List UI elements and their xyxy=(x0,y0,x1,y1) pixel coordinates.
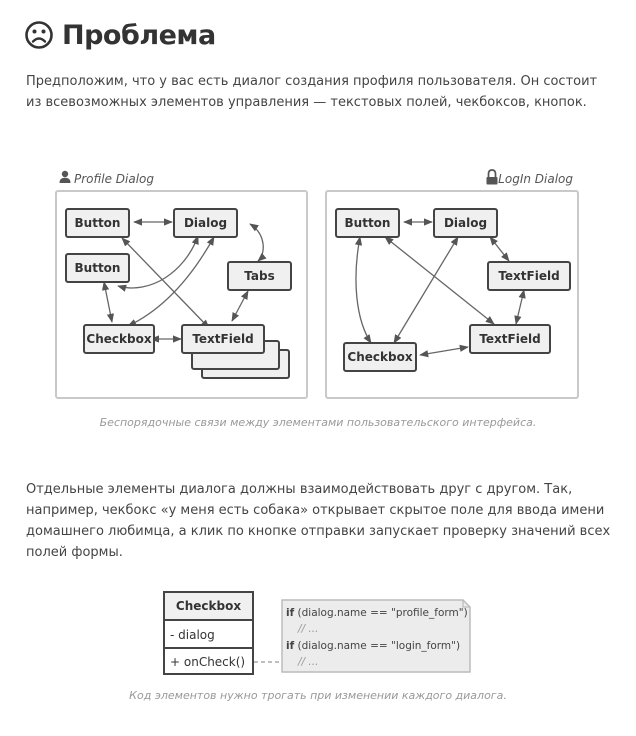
sad-face-icon xyxy=(25,21,53,49)
profile-node-checkbox: Checkbox xyxy=(83,324,155,354)
login-node-checkbox: Checkbox xyxy=(343,342,417,372)
section-heading: Проблема xyxy=(24,16,216,54)
profile-node-dialog: Dialog xyxy=(173,208,238,238)
code-note: if (dialog.name == "profile_form") // ..… xyxy=(281,599,471,673)
figure2-caption: Код элементов нужно трогать при изменени… xyxy=(129,689,507,702)
login-node-button: Button xyxy=(335,208,400,238)
svg-text:TextField: TextField xyxy=(498,269,559,283)
profile-node-tabs: Tabs xyxy=(227,261,292,291)
svg-text:// ...: // ... xyxy=(297,623,318,635)
svg-text:Tabs: Tabs xyxy=(244,269,274,283)
profile-connections xyxy=(102,218,267,343)
figure1-caption: Беспорядочные связи между элементами пол… xyxy=(99,416,537,429)
login-node-dialog: Dialog xyxy=(433,208,498,238)
svg-text:Checkbox: Checkbox xyxy=(86,332,151,346)
profile-node-button-top: Button xyxy=(65,208,130,238)
svg-text:TextField: TextField xyxy=(192,332,253,346)
svg-text:// ...: // ... xyxy=(297,656,318,668)
class-name: Checkbox xyxy=(176,599,241,613)
body-paragraph: Отдельные элементы диалога должны взаимо… xyxy=(26,482,611,560)
svg-text:TextField: TextField xyxy=(479,332,540,346)
class-field: - dialog xyxy=(170,628,215,642)
checkbox-uml-class: Checkbox - dialog + onCheck() xyxy=(163,591,254,675)
svg-text:Button: Button xyxy=(345,216,391,230)
svg-text:if (dialog.name == "login_form: if (dialog.name == "login_form") xyxy=(286,640,460,652)
svg-text:Dialog: Dialog xyxy=(184,216,227,230)
page-title: Проблема xyxy=(62,19,216,51)
lock-icon xyxy=(486,169,498,185)
profile-dialog-title: Profile Dialog xyxy=(74,172,154,186)
chaotic-connections-diagram: Profile Dialog Button Dialog Button xyxy=(55,169,579,399)
login-dialog-title: LogIn Dialog xyxy=(498,172,573,186)
intro-paragraph: Предположим, что у вас есть диалог созда… xyxy=(26,74,598,110)
profile-dialog-panel: Profile Dialog Button Dialog Button xyxy=(55,170,308,399)
profile-node-textfield-stack: TextField xyxy=(181,324,290,379)
svg-text:if (dialog.name == "profile_fo: if (dialog.name == "profile_form") xyxy=(286,607,468,619)
user-icon xyxy=(59,170,71,183)
checkbox-class-diagram: Checkbox - dialog + onCheck() if (dialog… xyxy=(163,591,471,675)
svg-text:Checkbox: Checkbox xyxy=(347,350,412,364)
profile-node-button-bottom: Button xyxy=(65,253,130,283)
login-node-textfield-bottom: TextField xyxy=(469,324,551,354)
svg-text:Button: Button xyxy=(75,216,121,230)
login-connections xyxy=(354,218,526,358)
class-method: + onCheck() xyxy=(170,655,245,669)
login-node-textfield-top: TextField xyxy=(487,261,571,291)
svg-text:Button: Button xyxy=(75,261,121,275)
login-dialog-panel: LogIn Dialog Button Dialog TextField Tex… xyxy=(325,169,579,399)
svg-text:Dialog: Dialog xyxy=(444,216,487,230)
